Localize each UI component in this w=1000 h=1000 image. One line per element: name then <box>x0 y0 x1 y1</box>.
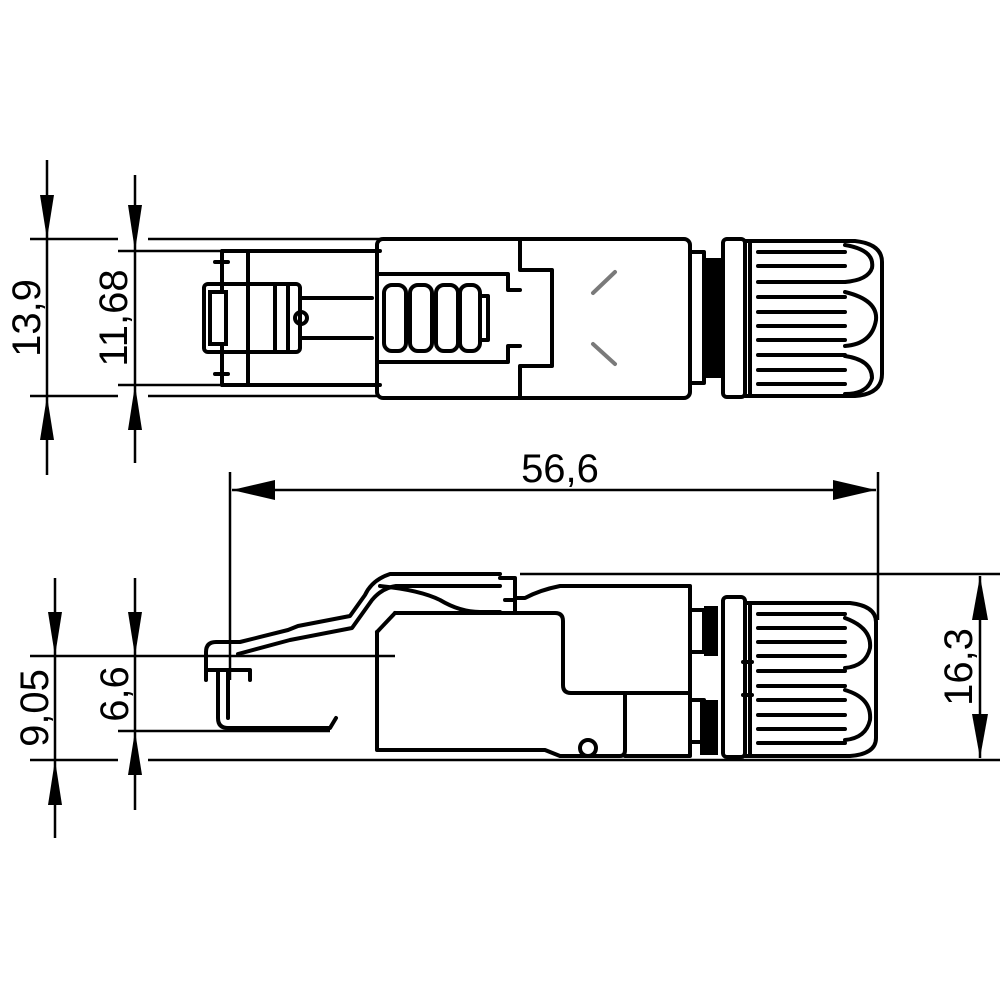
dim-label-16-3: 16,3 <box>937 628 981 706</box>
dimension-16-3: 16,3 <box>937 576 988 758</box>
dimension-13-9: 13,9 <box>5 160 54 475</box>
cable-nut-top <box>688 237 884 399</box>
dim-label-56-6: 56,6 <box>521 447 599 491</box>
dimension-11-68: 11,68 <box>92 175 142 463</box>
top-view: 13,9 11,68 <box>5 160 884 475</box>
housing-side <box>375 576 692 758</box>
cable-nut-side <box>688 595 878 759</box>
dimension-6-6: 6,6 <box>93 578 142 810</box>
plug-head-top <box>202 249 382 387</box>
dim-label-13-9: 13,9 <box>5 279 49 357</box>
side-view: 9,05 6,6 16,3 <box>13 572 1000 838</box>
housing-top <box>375 237 692 400</box>
plug-latch-side <box>204 572 502 730</box>
dimension-9-05: 9,05 <box>13 578 62 838</box>
dimension-56-6: 56,6 <box>228 447 880 680</box>
dim-label-6-6: 6,6 <box>93 666 137 722</box>
dim-label-11-68: 11,68 <box>92 269 136 366</box>
dim-label-9-05: 9,05 <box>13 669 57 747</box>
